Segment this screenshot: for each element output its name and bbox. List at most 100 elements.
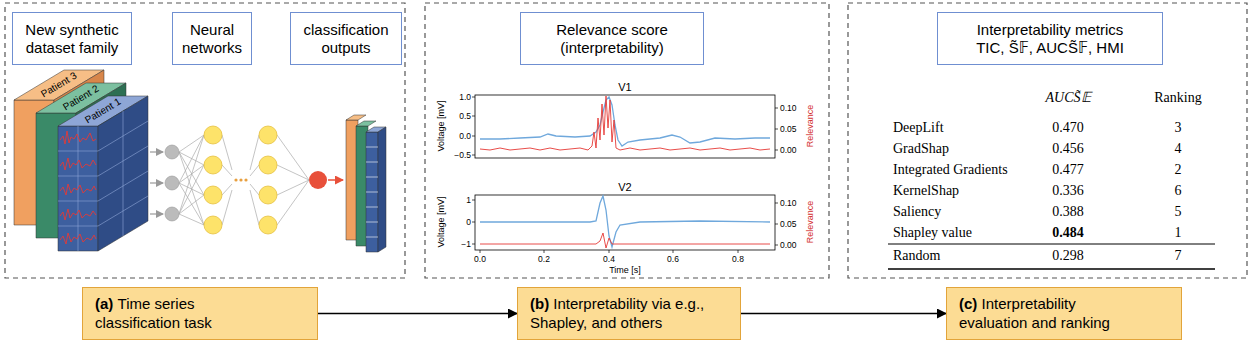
network-edge xyxy=(250,184,259,195)
plot-frame xyxy=(475,95,775,250)
network-edge xyxy=(222,190,232,225)
tick-label: 0.5 xyxy=(459,112,471,121)
network-edge xyxy=(222,184,232,195)
tick-mark xyxy=(544,250,545,253)
input-neuron xyxy=(165,145,179,221)
table-cell: Saliency xyxy=(893,205,941,219)
ecg-trace xyxy=(480,97,770,146)
text-wrap: Neural networks xyxy=(178,21,246,57)
signal-trace xyxy=(60,158,96,170)
tick-mark xyxy=(775,224,778,225)
step-letter: (a) xyxy=(95,295,113,312)
table-cell: 0.336 xyxy=(1052,184,1084,198)
table-header: Ranking xyxy=(1154,91,1201,105)
hidden-neuron xyxy=(204,126,222,144)
text-wrap: (c)Interpretability evaluation and ranki… xyxy=(959,295,1129,333)
ellipsis-dots xyxy=(234,178,247,181)
tick-mark xyxy=(609,250,610,253)
input-arrow xyxy=(150,151,163,152)
table-cell: KernelShap xyxy=(893,184,959,198)
title-box: Neural networks xyxy=(172,12,252,65)
text-wrap: classification outputs xyxy=(296,21,396,57)
step-box: (a)Time series classification task xyxy=(82,287,318,340)
table-rule xyxy=(888,268,1215,270)
network-edge xyxy=(250,135,259,170)
table-cell: 0.456 xyxy=(1052,142,1084,156)
network-edge xyxy=(179,135,204,214)
hidden-neuron xyxy=(204,126,277,234)
output-cell xyxy=(366,162,378,163)
box-text: TIC, S̃𝔽, AUCS̃𝔽, HMI xyxy=(943,39,1157,57)
output-cell xyxy=(366,147,378,237)
patient-slab xyxy=(98,96,148,251)
slab-grid xyxy=(58,176,98,177)
tick-label: 0.0 xyxy=(459,132,471,141)
network-edge xyxy=(222,135,232,170)
tick-mark xyxy=(480,250,481,253)
input-arrow xyxy=(150,182,163,183)
tick-mark xyxy=(472,222,475,223)
output-cell xyxy=(366,207,378,208)
table-rule xyxy=(888,244,1215,245)
input-arrow xyxy=(150,213,163,214)
output-column xyxy=(346,115,386,252)
box-text: Relevance score (interpretability) xyxy=(526,21,698,57)
output-column xyxy=(346,115,366,120)
plot-frame xyxy=(475,95,775,158)
input-arrow xyxy=(150,152,163,214)
text-wrap: Interpretability metricsTIC, S̃𝔽, AUCS̃𝔽… xyxy=(943,21,1157,57)
slab-grid xyxy=(123,111,124,236)
network-edge xyxy=(250,190,259,225)
hidden-neuron xyxy=(204,186,222,204)
output-cell xyxy=(366,222,378,223)
relevance-trace xyxy=(480,233,770,248)
step-text: Interpretability evaluation and ranking xyxy=(959,295,1110,331)
tick-mark xyxy=(775,129,778,130)
tick-label: 0.10 xyxy=(780,104,797,113)
tick-label: 1 xyxy=(466,196,471,205)
table-cell: 0.388 xyxy=(1052,205,1084,219)
box-text: classification outputs xyxy=(296,21,396,57)
axis-title: Relevance xyxy=(806,201,815,244)
table-cell: 0.470 xyxy=(1052,121,1084,135)
tick-mark xyxy=(472,155,475,156)
network-edge xyxy=(179,214,204,225)
network-edge xyxy=(179,195,204,214)
ellipsis-dots xyxy=(234,178,237,181)
dashed-panel xyxy=(425,3,829,278)
plot-frame xyxy=(475,195,775,250)
tick-mark xyxy=(775,245,778,246)
table-cell: 0.477 xyxy=(1052,163,1084,177)
table-cell: Integrated Gradients xyxy=(893,163,1008,177)
slab-grid xyxy=(58,226,98,227)
hidden-neuron xyxy=(259,156,277,174)
signal-trace xyxy=(60,184,96,195)
box-text: Interpretability metrics xyxy=(943,21,1157,39)
tick-mark xyxy=(472,97,475,98)
tick-label: 0 xyxy=(466,218,471,227)
tick-mark xyxy=(472,116,475,117)
flow-arrow xyxy=(318,313,517,314)
input-neuron xyxy=(165,207,179,221)
tick-mark xyxy=(472,244,475,245)
network-edge xyxy=(250,165,259,176)
network-edge xyxy=(179,135,309,225)
tick-mark xyxy=(472,97,778,253)
network-edge xyxy=(179,165,204,214)
tick-mark xyxy=(738,250,739,253)
table-cell: 3 xyxy=(1175,121,1182,135)
table-cell: 7 xyxy=(1175,249,1182,263)
tick-mark xyxy=(775,150,778,151)
axis-title: Voltage [mV] xyxy=(437,100,446,151)
ecg-trace xyxy=(480,196,770,247)
tick-mark xyxy=(472,136,475,137)
text-wrap: Relevance score (interpretability) xyxy=(526,21,698,57)
box-text: New synthetic dataset family xyxy=(18,21,126,57)
network-edge xyxy=(179,152,204,225)
tick-mark xyxy=(673,250,674,253)
table-rule xyxy=(888,244,1215,269)
output-cell xyxy=(366,237,378,238)
network-edge xyxy=(277,180,309,225)
network-edge xyxy=(222,165,232,176)
